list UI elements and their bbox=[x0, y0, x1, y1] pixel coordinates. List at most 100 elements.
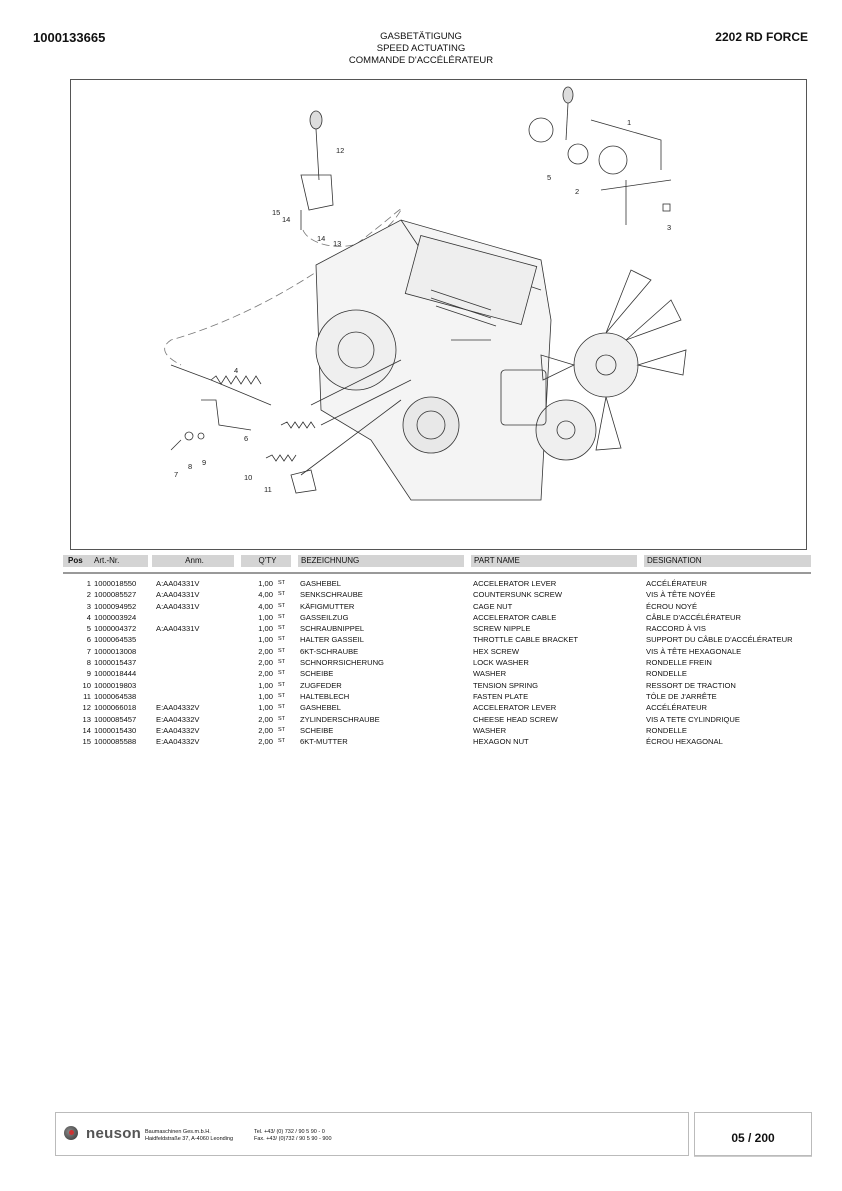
cell-unit: ST bbox=[278, 591, 286, 598]
cell-de: HALTER GASSEIL bbox=[300, 635, 365, 645]
cell-pos: 10 bbox=[82, 680, 91, 690]
cell-fr: RACCORD À VIS bbox=[646, 624, 706, 634]
callout-13: 13 bbox=[333, 239, 341, 248]
brand-name: neuson bbox=[86, 1125, 142, 1142]
cell-en: LOCK WASHER bbox=[473, 658, 529, 668]
street-address: Haidfeldstraße 37, A-4060 Leonding bbox=[145, 1136, 234, 1142]
cell-de: GASHEBEL bbox=[300, 703, 341, 713]
cell-en: CAGE NUT bbox=[473, 601, 513, 611]
cell-en: TENSION SPRING bbox=[473, 680, 538, 690]
cell-art: 1000085457 bbox=[94, 714, 137, 724]
cell-de: 6KT-MUTTER bbox=[300, 737, 348, 747]
cell-qty: 1,00 bbox=[258, 624, 273, 634]
cell-qty: 2,00 bbox=[258, 737, 273, 747]
cell-unit: ST bbox=[278, 636, 286, 643]
cell-de: SCHEIBE bbox=[300, 669, 334, 679]
cell-de: GASSEILZUG bbox=[300, 612, 349, 622]
cell-en: FASTEN PLATE bbox=[473, 691, 529, 701]
cell-unit: ST bbox=[278, 602, 286, 609]
cell-pos: 1 bbox=[86, 579, 91, 588]
document-number: 1000133665 bbox=[33, 30, 106, 45]
cell-qty: 2,00 bbox=[258, 658, 273, 668]
cell-qty: 1,00 bbox=[258, 680, 273, 690]
cell-de: 6KT-SCHRAUBE bbox=[300, 646, 359, 656]
cell-qty: 2,00 bbox=[258, 725, 273, 735]
company-name: Baumaschinen Ges.m.b.H. bbox=[145, 1129, 211, 1135]
cell-qty: 2,00 bbox=[258, 669, 273, 679]
contact-info: Tel. +43/ (0) 732 / 90 5 90 - 0 Fax. +43… bbox=[254, 1129, 332, 1143]
cell-pos: 6 bbox=[86, 635, 91, 645]
cell-pos: 13 bbox=[82, 714, 91, 724]
cell-fr: ACCÉLÉRATEUR bbox=[646, 579, 708, 588]
cell-qty: 1,00 bbox=[258, 579, 273, 588]
cell-fr: RONDELLE bbox=[646, 725, 687, 735]
cell-anm: A:AA04331V bbox=[156, 590, 200, 600]
callout-15: 15 bbox=[272, 208, 280, 217]
cell-qty: 1,00 bbox=[258, 691, 273, 701]
cell-pos: 3 bbox=[86, 601, 91, 611]
cell-en: WASHER bbox=[473, 725, 507, 735]
cell-anm: A:AA04331V bbox=[156, 624, 200, 634]
cell-art: 1000013008 bbox=[94, 646, 137, 656]
cell-fr: ÉCROU NOYÉ bbox=[646, 601, 698, 611]
cell-en: ACCELERATOR LEVER bbox=[473, 703, 557, 713]
cell-en: SCREW NIPPLE bbox=[473, 624, 531, 634]
cell-en: HEX SCREW bbox=[473, 646, 519, 656]
cell-de: ZUGFEDER bbox=[300, 680, 342, 690]
cell-fr: RONDELLE bbox=[646, 669, 687, 679]
cell-de: ZYLINDERSCHRAUBE bbox=[300, 714, 380, 724]
callout-5: 5 bbox=[547, 173, 551, 182]
cell-art: 1000004372 bbox=[94, 624, 137, 634]
cell-qty: 2,00 bbox=[258, 714, 273, 724]
cell-de: KÄFIGMUTTER bbox=[300, 601, 355, 611]
cell-en: ACCELERATOR LEVER bbox=[473, 579, 557, 588]
callout-3: 3 bbox=[667, 223, 671, 232]
neuson-logo-icon bbox=[64, 1126, 78, 1140]
cell-anm: A:AA04331V bbox=[156, 579, 200, 588]
cell-pos: 2 bbox=[86, 590, 91, 600]
company-address: Baumaschinen Ges.m.b.H. Haidfeldstraße 3… bbox=[145, 1129, 233, 1143]
cell-pos: 9 bbox=[86, 669, 91, 679]
callout-12: 12 bbox=[336, 146, 344, 155]
cell-unit: ST bbox=[278, 647, 286, 654]
cell-unit: ST bbox=[278, 580, 286, 586]
title-fr: COMMANDE D'ACCÉLÉRATEUR bbox=[348, 55, 494, 66]
callout-1: 1 bbox=[627, 118, 631, 127]
cell-en: THROTTLE CABLE BRACKET bbox=[473, 635, 579, 645]
cell-fr: TÔLE DE J'ARRÊTE bbox=[646, 691, 717, 701]
cell-pos: 4 bbox=[86, 612, 91, 622]
cell-unit: ST bbox=[278, 670, 286, 677]
cell-en: WASHER bbox=[473, 669, 507, 679]
cell-en: COUNTERSUNK SCREW bbox=[473, 590, 563, 600]
cell-fr: VIS A TETE CYLINDRIQUE bbox=[646, 714, 740, 724]
cell-de: SCHNORRSICHERUNG bbox=[300, 658, 384, 668]
callout-2: 2 bbox=[575, 187, 579, 196]
cell-qty: 4,00 bbox=[258, 601, 273, 611]
cell-unit: ST bbox=[278, 738, 286, 745]
cell-en: HEXAGON NUT bbox=[473, 737, 529, 747]
cell-en: CHEESE HEAD SCREW bbox=[473, 714, 558, 724]
callout-4: 4 bbox=[234, 366, 238, 375]
col-art-nr: Art.-Nr. bbox=[91, 555, 148, 567]
cell-de: SCHRAUBNIPPEL bbox=[300, 624, 365, 634]
cell-pos: 8 bbox=[86, 658, 91, 668]
cell-de: SENKSCHRAUBE bbox=[300, 590, 363, 600]
cell-anm: E:AA04332V bbox=[156, 725, 200, 735]
engine-exploded-view: 1 2 3 4 5 6 7 8 9 10 11 12 13 14 14 15 bbox=[164, 86, 687, 501]
cell-unit: ST bbox=[278, 704, 286, 711]
callout-7: 7 bbox=[174, 470, 178, 479]
page-titles: GASBETÄTIGUNG SPEED ACTUATING COMMANDE D… bbox=[0, 31, 842, 67]
cell-qty: 1,00 bbox=[258, 612, 273, 622]
cell-fr: SUPPORT DU CÂBLE D'ACCÉLÉRATEUR bbox=[646, 635, 793, 645]
cell-de: HALTEBLECH bbox=[300, 691, 350, 701]
